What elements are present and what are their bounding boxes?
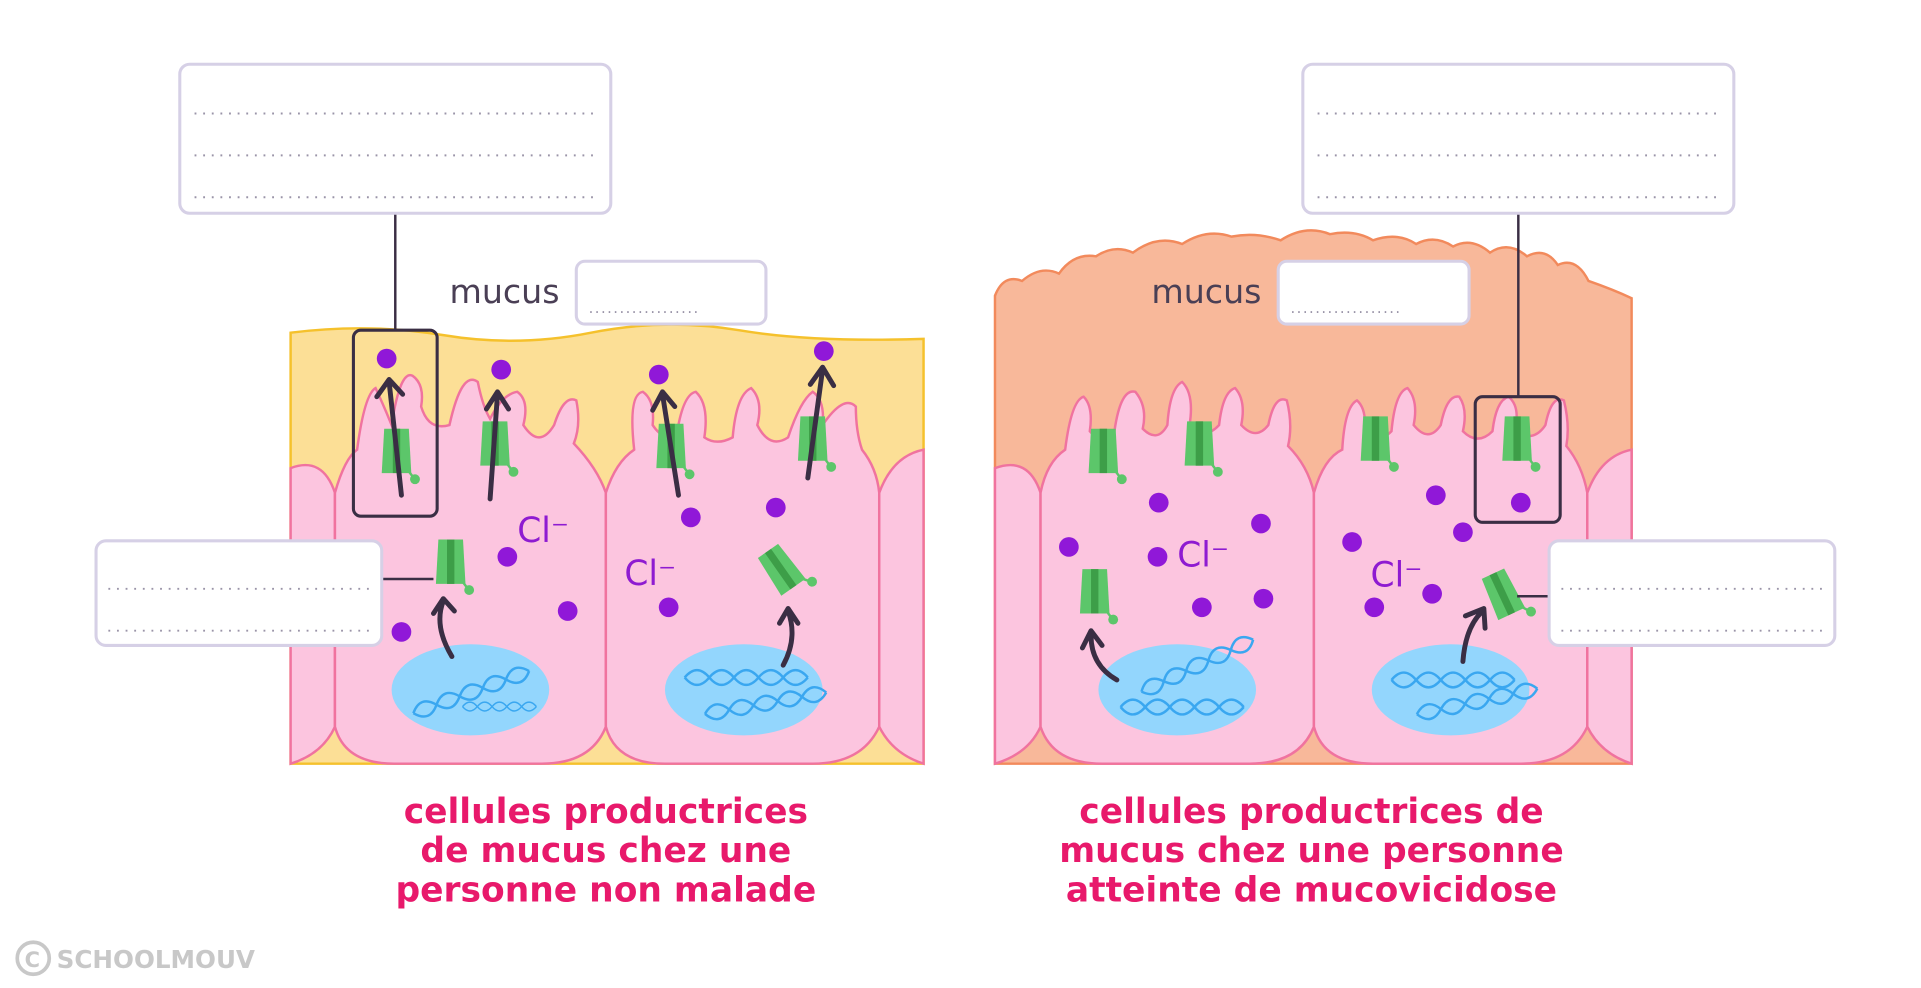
right-panel: Cl⁻ Cl⁻ mucus .................. cellule… xyxy=(993,62,1837,911)
svg-text:personne non malade: personne non malade xyxy=(395,871,816,911)
nucleus xyxy=(1098,644,1257,736)
answer-box-top-left[interactable] xyxy=(178,62,613,215)
svg-text:..................: .................. xyxy=(1291,300,1402,317)
answer-box-top-right[interactable] xyxy=(1301,62,1736,215)
transport-arrows xyxy=(1079,606,1488,683)
svg-text:atteinte de mucovicidose: atteinte de mucovicidose xyxy=(1066,871,1557,911)
left-panel: Cl⁻ Cl⁻ mucus .................. cellule… xyxy=(94,62,925,911)
nucleus xyxy=(391,644,550,736)
chloride-label: Cl⁻ xyxy=(624,554,676,594)
transport-arrows xyxy=(374,364,837,668)
mucus-answer-box-left[interactable]: .................. xyxy=(574,259,768,326)
watermark: C SCHOOLMOUV xyxy=(15,940,255,977)
mucus-answer-box-right[interactable]: .................. xyxy=(1276,259,1471,326)
svg-text:SCHOOLMOUV: SCHOOLMOUV xyxy=(57,945,255,974)
svg-text:mucus chez une personne: mucus chez une personne xyxy=(1059,831,1564,871)
answer-box-side-right[interactable] xyxy=(1547,539,1837,648)
nucleus xyxy=(664,644,823,736)
svg-text:de mucus chez une: de mucus chez une xyxy=(420,831,791,871)
chloride-label: Cl⁻ xyxy=(1177,536,1229,576)
caption-right: cellules productrices de mucus chez une … xyxy=(1059,792,1564,911)
chloride-label: Cl⁻ xyxy=(517,511,569,551)
chloride-ions xyxy=(1059,485,1531,618)
svg-text:cellules productrices: cellules productrices xyxy=(404,792,808,832)
answer-box-side-left[interactable] xyxy=(94,539,384,648)
caption-left: cellules productrices de mucus chez une … xyxy=(395,792,816,911)
copyright-icon xyxy=(15,940,52,977)
chloride-label: Cl⁻ xyxy=(1371,555,1423,595)
chloride-ions xyxy=(376,341,834,642)
nucleus xyxy=(1371,644,1530,736)
mucus-label: mucus xyxy=(449,272,559,311)
svg-text:..................: .................. xyxy=(589,300,700,317)
mucus-label: mucus xyxy=(1151,272,1261,311)
svg-text:C: C xyxy=(25,948,40,972)
svg-text:cellules productrices de: cellules productrices de xyxy=(1079,792,1543,832)
